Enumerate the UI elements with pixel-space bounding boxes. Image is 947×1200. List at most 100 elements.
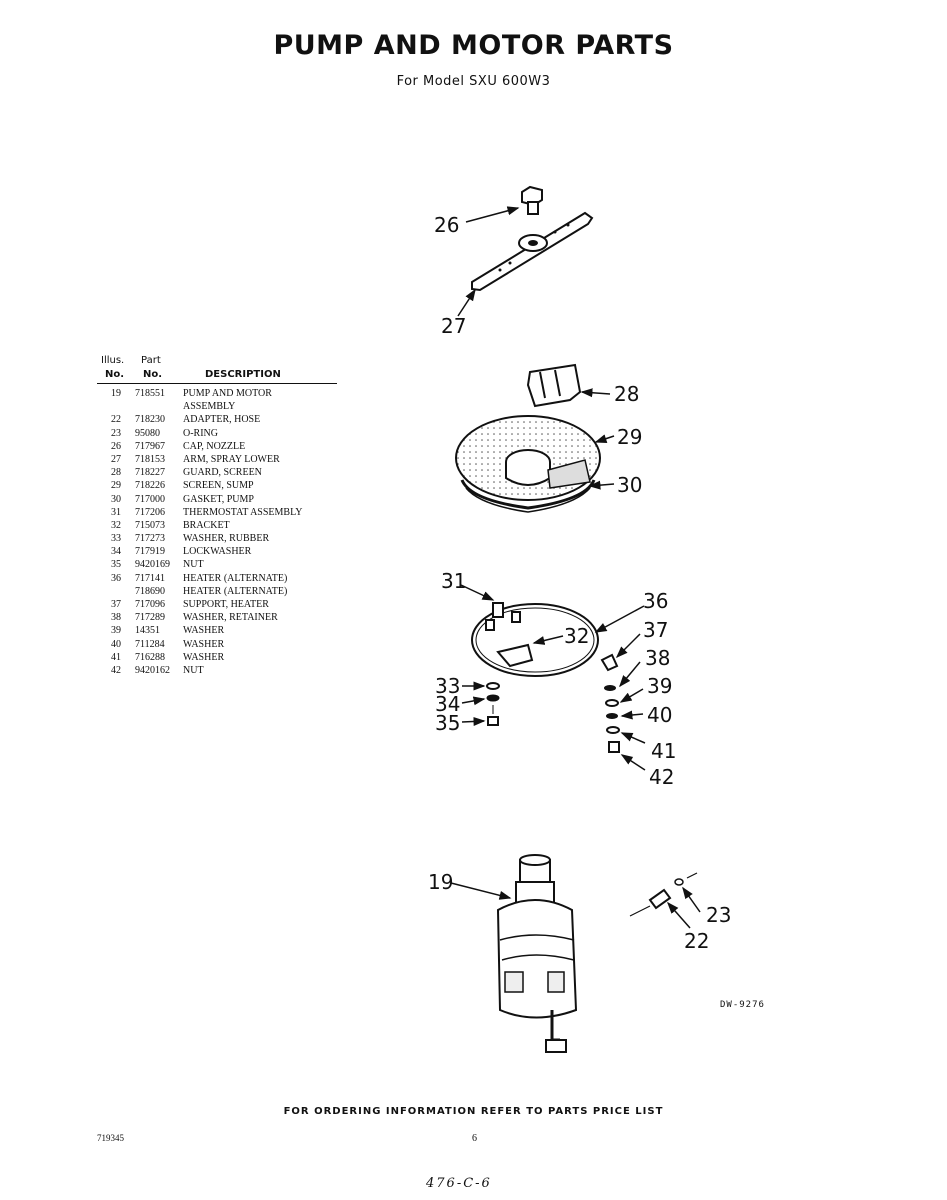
description-cell: HEATER (ALTERNATE) [183, 585, 288, 597]
leader-40 [620, 710, 644, 720]
callout-40: 40 [647, 703, 672, 727]
description-cell: WASHER [183, 638, 225, 650]
left-fastener-stack [486, 682, 500, 726]
table-header-row-2: No. No. DESCRIPTION [97, 367, 337, 384]
part-no-cell: 718153 [135, 453, 165, 465]
illus-no-cell: 33 [111, 533, 121, 545]
part-no-cell: 717289 [135, 612, 165, 624]
description-cell: WASHER [183, 625, 225, 637]
part-no-cell: 715073 [135, 519, 165, 531]
callout-22: 22 [684, 929, 709, 953]
part-no-cell: 718226 [135, 480, 165, 492]
part-no-cell: 95080 [135, 427, 160, 439]
callout-42: 42 [649, 765, 674, 789]
table-row: ASSEMBLY [97, 400, 337, 413]
callout-28: 28 [614, 382, 639, 406]
heater-element-part [471, 603, 599, 677]
callout-30: 30 [617, 473, 642, 497]
hose-adapter-part [629, 872, 698, 917]
part-no-cell: 9420169 [135, 559, 170, 571]
callout-39: 39 [647, 674, 672, 698]
part-no-cell: 717967 [135, 440, 165, 452]
description-cell: HEATER (ALTERNATE) [183, 572, 288, 584]
description-cell: WASHER [183, 651, 225, 663]
description-cell: NUT [183, 664, 204, 676]
table-row: 42 9420162 NUT [97, 664, 337, 677]
table-header-row-1: Illus. Part [97, 355, 337, 367]
table-row: 34 717919 LOCKWASHER [97, 545, 337, 558]
leader-19 [450, 882, 512, 900]
illus-no-cell: 22 [111, 414, 121, 426]
leader-27 [457, 288, 476, 317]
illus-no-cell: 34 [111, 546, 121, 558]
header-no: No. [105, 369, 125, 380]
leader-41 [620, 732, 646, 744]
callout-27: 27 [441, 314, 466, 338]
callout-34: 34 [435, 692, 460, 716]
description-cell: SCREEN, SUMP [183, 480, 254, 492]
leader-30 [588, 480, 615, 490]
spray-arm-part [471, 211, 594, 292]
part-no-cell: 717919 [135, 546, 165, 558]
part-no-cell: 716288 [135, 651, 165, 663]
illus-no-cell: 31 [111, 506, 121, 518]
illus-no-cell: 41 [111, 651, 121, 663]
part-no-cell: 718227 [135, 467, 165, 479]
pump-gasket-part [460, 479, 596, 513]
illus-no-cell: 36 [111, 572, 121, 584]
callout-32: 32 [564, 624, 589, 648]
leader-26 [465, 206, 520, 223]
pump-motor-assembly-part [496, 854, 578, 1053]
description-cell: SUPPORT, HEATER [183, 599, 269, 610]
description-cell: CAP, NOZZLE [183, 440, 246, 452]
description-cell: ADAPTER, HOSE [183, 414, 261, 426]
callout-23: 23 [706, 903, 731, 927]
thermostat-assembly-part [485, 602, 521, 631]
page-number: 6 [472, 1133, 477, 1144]
part-no-cell: 717273 [135, 533, 165, 545]
illus-no-cell: 42 [111, 664, 121, 676]
header-part-no: No. [143, 369, 163, 380]
leader-22 [667, 901, 691, 929]
part-no-cell: 717000 [135, 493, 165, 505]
table-row: 33 717273 WASHER, RUBBER [97, 532, 337, 545]
part-no-cell: 711284 [135, 638, 165, 650]
screen-guard-part [526, 363, 582, 408]
callout-36: 36 [643, 589, 668, 613]
callout-38: 38 [645, 646, 670, 670]
callout-31: 31 [441, 569, 466, 593]
illus-no-cell: 37 [111, 599, 121, 610]
leader-31 [460, 584, 495, 601]
leader-42 [620, 754, 646, 771]
drawing-number: DW-9276 [720, 1000, 765, 1010]
description-cell: LOCKWASHER [183, 546, 252, 558]
leader-37 [615, 633, 641, 659]
description-cell: NUT [183, 559, 204, 571]
callout-35: 35 [435, 711, 460, 735]
ordering-info-footer: FOR ORDERING INFORMATION REFER TO PARTS … [283, 1106, 664, 1117]
leader-23 [682, 886, 701, 913]
bracket-part [496, 643, 534, 668]
description-cell: WASHER, RUBBER [183, 533, 270, 545]
description-cell: PUMP AND MOTOR [183, 388, 272, 399]
callout-19: 19 [428, 870, 453, 894]
illus-no-cell: 29 [111, 480, 121, 492]
page-subtitle: For Model SXU 600W3 [396, 74, 551, 89]
part-no-cell: 9420162 [135, 664, 170, 676]
leader-36 [594, 605, 645, 633]
illus-no-cell: 30 [111, 493, 121, 505]
sump-screen-part [455, 415, 601, 501]
description-cell: O-RING [183, 427, 218, 439]
